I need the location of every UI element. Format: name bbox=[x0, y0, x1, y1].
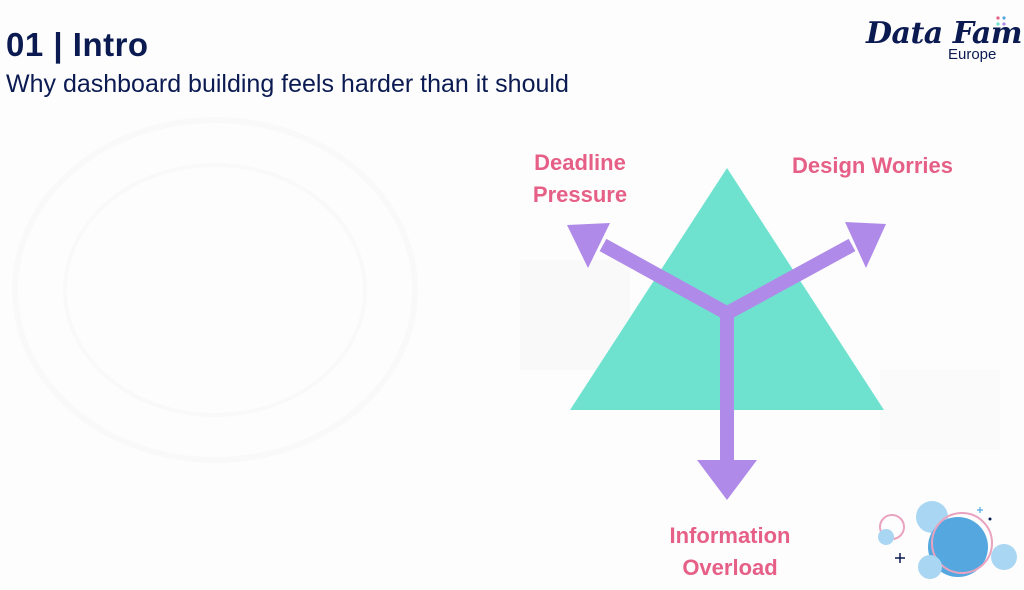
label-deadline-pressure: Deadline Pressure bbox=[515, 147, 645, 211]
label-design-worries: Design Worries bbox=[792, 153, 953, 178]
label-deadline-line1: Deadline bbox=[534, 150, 626, 175]
arrow-design bbox=[718, 222, 886, 323]
logo-sub-text: Europe bbox=[948, 46, 997, 63]
label-info-line1: Information bbox=[669, 523, 791, 548]
arrow-deadline bbox=[567, 223, 736, 323]
logo-dots-icon bbox=[996, 16, 1006, 26]
arrow-information bbox=[697, 312, 757, 500]
arrow-junction bbox=[720, 309, 734, 323]
label-deadline-line2: Pressure bbox=[532, 182, 628, 207]
label-info-line2: Overload bbox=[682, 555, 778, 580]
logo-main-text: Data Fam bbox=[866, 16, 1023, 51]
page-subtitle: Why dashboard building feels harder than… bbox=[6, 70, 569, 98]
page-title: 01 | Intro bbox=[6, 26, 149, 63]
decorative-bubbles bbox=[878, 501, 1017, 579]
teal-triangle bbox=[570, 168, 884, 410]
datafam-logo: Data Fam Europe bbox=[860, 14, 1023, 66]
label-information-overload: Information Overload bbox=[650, 520, 810, 584]
